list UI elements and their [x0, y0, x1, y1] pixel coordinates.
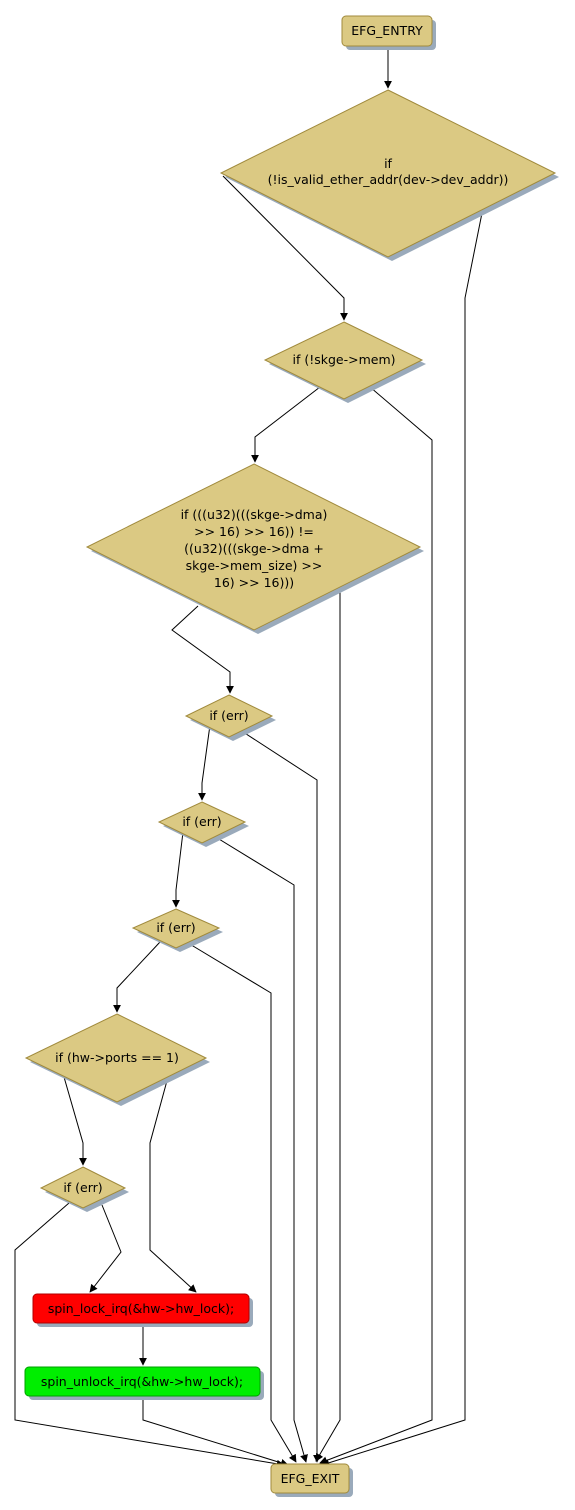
decision-hw-ports-label: if (hw->ports == 1) — [55, 1050, 179, 1065]
edge-d8-to-lock — [89, 1204, 122, 1293]
edge-d1-to-exit — [321, 212, 483, 1467]
decision-err-2-label: if (err) — [182, 814, 221, 829]
node-efg-entry-label: EFG_ENTRY — [351, 23, 423, 38]
edge-d4-to-exit — [239, 729, 321, 1463]
edge-d1-to-d2 — [222, 175, 348, 321]
decision-valid-ether-addr-line-2: (!is_valid_ether_addr(dev->dev_addr)) — [268, 172, 509, 187]
edge-d2-to-d3 — [251, 386, 321, 463]
edge-d7-to-lock — [149, 1076, 197, 1293]
edge-d8-to-exit — [14, 1202, 285, 1468]
edge-d3-to-d4 — [171, 605, 234, 694]
decision-dma-boundary-line-3: ((u32)(((skge->dma + — [184, 541, 324, 556]
decision-err-4-label: if (err) — [63, 1180, 102, 1195]
decision-err-3-label: if (err) — [156, 920, 195, 935]
node-spin-lock-label: spin_lock_irq(&hw->hw_lock); — [48, 1301, 234, 1316]
edge-d6-to-d7 — [113, 941, 161, 1013]
decision-err-1-label: if (err) — [209, 708, 248, 723]
edge-d6-to-exit — [187, 942, 297, 1463]
edge-unlock-to-exit — [142, 1396, 289, 1467]
decision-hw-ports: if (hw->ports == 1) — [24, 1013, 210, 1106]
edge-d4-to-d5 — [198, 724, 211, 801]
decision-valid-ether-addr: if (!is_valid_ether_addr(dev->dev_addr)) — [219, 89, 559, 261]
decision-dma-boundary-line-4: skge->mem_size) >> — [186, 558, 323, 573]
node-efg-exit: EFG_EXIT — [270, 1463, 353, 1497]
node-efg-entry: EFG_ENTRY — [341, 15, 436, 50]
decision-dma-boundary-line-1: if (((u32)(((skge->dma) — [181, 507, 328, 522]
decision-err-4: if (err) — [39, 1166, 129, 1212]
edge-d7-to-d8 — [63, 1076, 87, 1166]
decision-err-1: if (err) — [184, 694, 276, 741]
node-spin-unlock-label: spin_unlock_irq(&hw->hw_lock); — [41, 1374, 243, 1389]
node-spin-lock: spin_lock_irq(&hw->hw_lock); — [32, 1293, 253, 1327]
decision-skge-mem-label: if (!skge->mem) — [292, 352, 395, 367]
edge-d5-to-exit — [213, 835, 308, 1463]
decision-dma-boundary: if (((u32)(((skge->dma) >> 16) >> 16)) !… — [85, 463, 424, 634]
decision-err-2: if (err) — [157, 801, 249, 847]
edge-d3-to-exit — [315, 590, 341, 1462]
node-spin-unlock: spin_unlock_irq(&hw->hw_lock); — [24, 1366, 264, 1400]
decision-skge-mem: if (!skge->mem) — [263, 321, 426, 403]
decision-dma-boundary-line-2: >> 16) >> 16)) != — [194, 524, 314, 539]
edge-d2-to-exit — [319, 386, 433, 1465]
node-efg-exit-label: EFG_EXIT — [281, 1471, 340, 1486]
decision-err-3: if (err) — [131, 908, 223, 952]
edge-d5-to-d6 — [172, 831, 184, 908]
edges — [14, 47, 483, 1468]
decision-valid-ether-addr-line-1: if — [384, 156, 392, 171]
decision-dma-boundary-line-5: 16) >> 16))) — [214, 575, 294, 590]
